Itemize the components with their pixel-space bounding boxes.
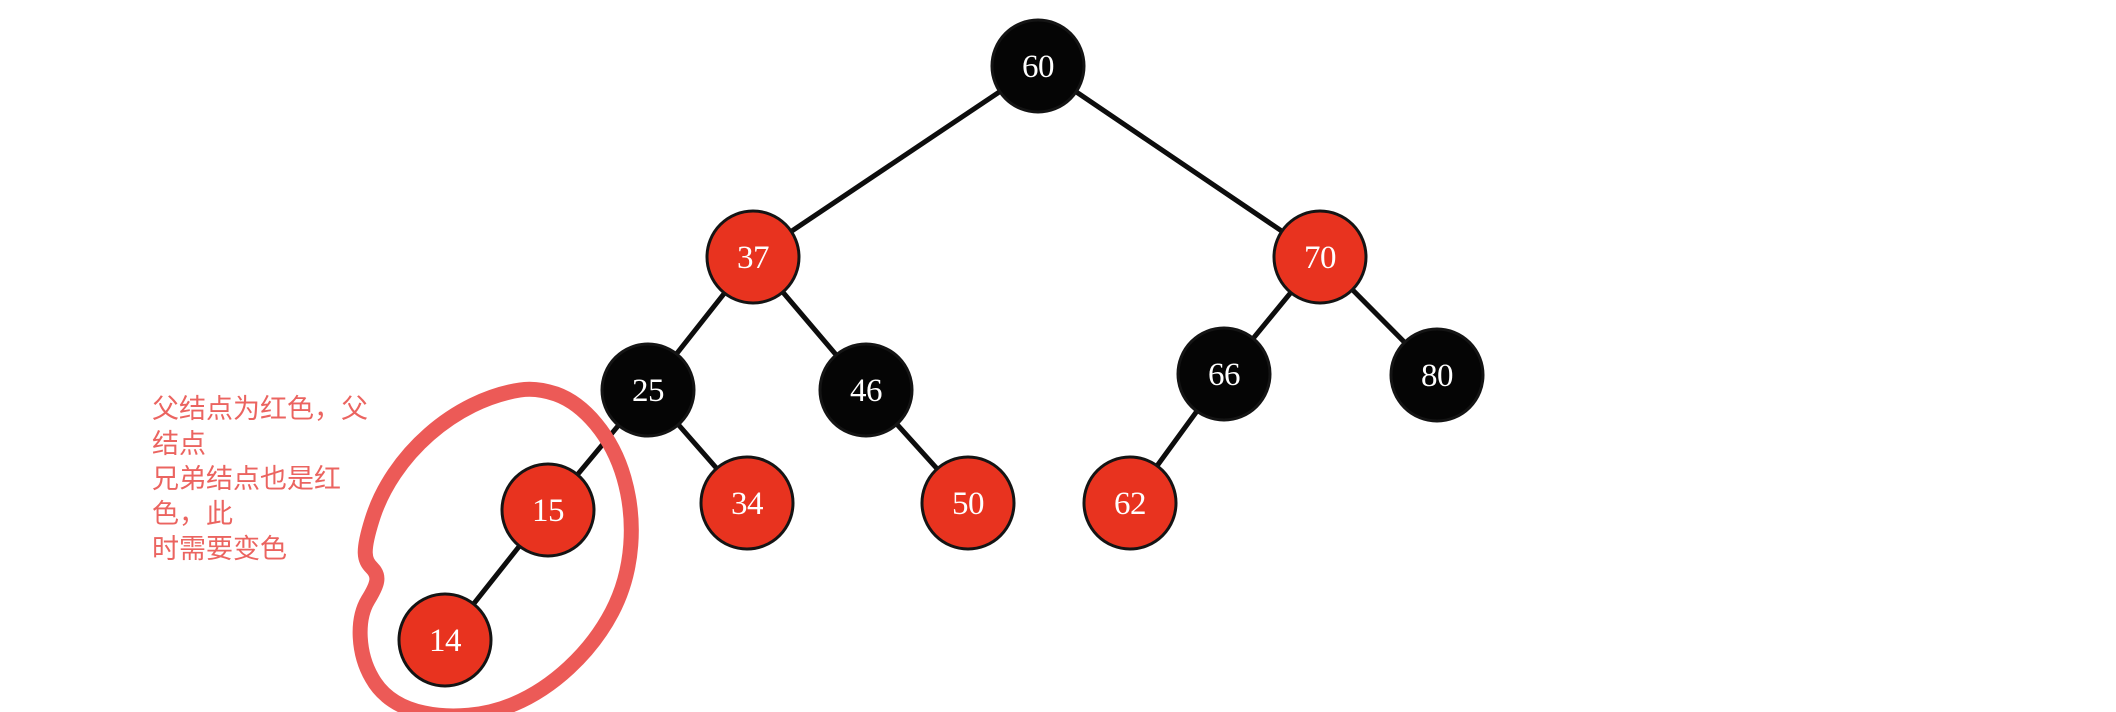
tree-node-34[interactable]: 34 [699,455,795,551]
node-label-15: 15 [532,493,564,529]
tree-node-50[interactable]: 50 [920,455,1016,551]
node-label-50: 50 [952,486,984,522]
tree-node-66[interactable]: 66 [1176,326,1272,422]
node-circle-50 [920,455,1016,551]
annotation-highlight-ellipse [352,381,639,712]
tree-node-70[interactable]: 70 [1272,209,1368,305]
node-label-34: 34 [731,486,763,522]
tree-node-14[interactable]: 14 [397,592,493,688]
node-circle-25 [600,342,696,438]
node-label-62: 62 [1114,486,1146,522]
tree-node-60[interactable]: 60 [990,18,1086,114]
tree-node-80[interactable]: 80 [1389,327,1485,423]
tree-node-15[interactable]: 15 [500,462,596,558]
node-circle-70 [1272,209,1368,305]
node-circle-34 [699,455,795,551]
node-circle-80 [1389,327,1485,423]
node-circle-46 [818,342,914,438]
node-label-80: 80 [1421,358,1453,394]
tree-edge-60-37 [751,63,1040,260]
node-label-60: 60 [1022,49,1054,85]
tree-node-46[interactable]: 46 [818,342,914,438]
annotation-text: 父结点为红色，父结点 兄弟结点也是红色，此 时需要变色 [152,394,368,564]
node-label-14: 14 [429,623,461,659]
node-circle-15 [500,462,596,558]
tree-edges [443,63,1439,642]
hand-drawn-ellipse-path [352,381,639,712]
tree-node-37[interactable]: 37 [705,209,801,305]
node-label-70: 70 [1304,240,1336,276]
tree-edge-60-70 [1036,63,1322,260]
node-label-25: 25 [632,373,664,409]
node-label-46: 46 [850,373,882,409]
node-label-37: 37 [737,240,769,276]
tree-node-62[interactable]: 62 [1082,455,1178,551]
node-circle-37 [705,209,801,305]
node-circle-62 [1082,455,1178,551]
node-circle-66 [1176,326,1272,422]
node-circle-14 [397,592,493,688]
tree-node-25[interactable]: 25 [600,342,696,438]
node-circle-60 [990,18,1086,114]
tree-nodes: 60 37 70 25 46 66 80 15 34 50 62 14 [397,18,1485,688]
node-label-66: 66 [1208,357,1240,393]
